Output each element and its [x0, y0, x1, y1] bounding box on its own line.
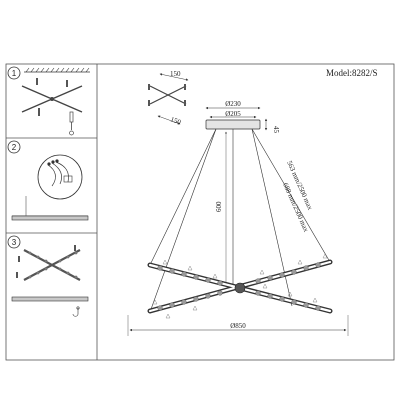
- step-3-number: 3: [12, 238, 17, 247]
- canopy-height: 45: [272, 126, 280, 134]
- wire-connection-icon: [47, 161, 69, 187]
- mini-clips: [16, 245, 76, 278]
- step-3-badge: [7, 235, 21, 249]
- connector-icon: [63, 175, 73, 183]
- wiring-detail-circle: [37, 154, 83, 200]
- top-view-screws: [148, 84, 186, 106]
- width-value: Ø850: [230, 322, 246, 330]
- chandelier-fixture: [147, 253, 333, 319]
- drawing-frame: [5, 63, 395, 361]
- screw-anchor-icon: [69, 111, 74, 136]
- mini-crystal-beads: [28, 251, 78, 279]
- crystal-beads: [157, 262, 321, 311]
- bracket-screws: [36, 78, 68, 116]
- top-view-drawing: 150 150: [148, 70, 189, 127]
- step-3-panel: 3: [7, 235, 89, 317]
- step-1-badge: [7, 66, 21, 80]
- drop-dimension: 600: [215, 131, 227, 287]
- fixture-center-hub: [234, 282, 246, 294]
- model-label: Model:8282/S: [326, 68, 378, 78]
- top-view-bracket: [149, 85, 187, 105]
- width-dimension: Ø850: [127, 315, 349, 336]
- canopy-drawing: Ø230 Ø205 45: [205, 100, 280, 134]
- step-2-panel: 2: [7, 140, 89, 221]
- step-1-number: 1: [12, 69, 17, 78]
- svg-text:Model:8282/S: Model:8282/S: [326, 68, 378, 78]
- hook-icon: [72, 306, 80, 317]
- ceiling-hatch: [25, 67, 90, 73]
- canopy-plate: [11, 215, 89, 221]
- mini-fixture-cross: [23, 249, 81, 281]
- canopy-inner-diameter: Ø205: [225, 110, 241, 118]
- top-dim-line-a: [159, 73, 189, 81]
- step-1-panel: 1: [7, 66, 90, 136]
- step-2-number: 2: [12, 143, 17, 152]
- terminal-block-icon: [47, 159, 59, 166]
- top-dim-a: 150: [170, 70, 181, 78]
- top-dim-line-b: [157, 115, 181, 125]
- canopy-body: [205, 119, 261, 130]
- crystal-sparkles: [152, 253, 328, 319]
- canopy-outer-diameter: Ø230: [225, 100, 241, 108]
- mini-canopy-plate: [11, 296, 89, 302]
- step-2-badge: [7, 140, 21, 154]
- top-dim-b: 150: [169, 115, 182, 126]
- bracket-center: [50, 97, 54, 101]
- drop-value: 600: [215, 201, 223, 212]
